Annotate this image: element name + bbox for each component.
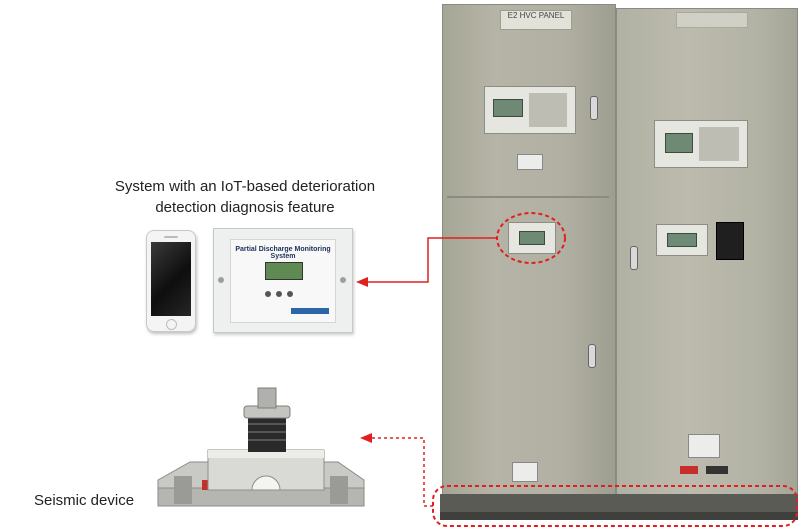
relay-keypad (529, 93, 567, 127)
arrow-head-monitor (356, 277, 368, 287)
iot-system-caption: System with an IoT-based deterioration d… (80, 176, 410, 218)
relay-right-display (665, 133, 693, 153)
control-module (716, 222, 744, 260)
panel-door-split (447, 196, 609, 198)
monitor-screw-left (218, 277, 224, 283)
monitor-highlight-ellipse (496, 212, 566, 264)
monitor-buttons (265, 284, 305, 297)
smartphone-icon (146, 230, 196, 332)
phone-screen (151, 242, 191, 316)
phone-speaker (164, 236, 178, 238)
partial-discharge-monitor: Partial Discharge Monitoring System (213, 228, 353, 333)
door-handle-upper (590, 96, 598, 120)
base-highlight-box (432, 485, 798, 527)
panel-nameplate-right (676, 12, 748, 28)
phone-home-button (166, 319, 177, 330)
iot-caption-line-1: System with an IoT-based deterioration (114, 178, 376, 195)
relay-right-keypad (699, 127, 739, 161)
panel-bottom-label-left (512, 462, 538, 482)
panel-monitor-display (519, 231, 545, 245)
door-label (517, 154, 543, 170)
door-handle-right (630, 246, 638, 270)
red-indicator (680, 466, 698, 474)
panel-base-bottom (440, 512, 798, 520)
monitor-screw-right (340, 277, 346, 283)
arrow-left-icon (362, 237, 497, 283)
panel-bottom-label-right (688, 434, 720, 458)
monitor-title: Partial Discharge Monitoring System (235, 246, 331, 260)
panel-nameplate: E2 HVC PANEL (500, 10, 572, 30)
monitor-lcd-display (265, 262, 303, 280)
meter-unit (656, 224, 708, 256)
meter-display (667, 233, 697, 247)
monitor-face: Partial Discharge Monitoring System (230, 239, 336, 323)
panel-monitor-unit (508, 222, 556, 254)
black-indicator (706, 466, 728, 474)
relay-display (493, 99, 523, 117)
protection-relay-upper (484, 86, 576, 134)
monitor-logo (291, 308, 329, 314)
seismic-device-caption: Seismic device (34, 492, 135, 509)
arrow-head-seismic (360, 433, 372, 443)
arrow-seismic-line (368, 437, 433, 507)
protection-relay-right (654, 120, 748, 168)
seismic-device-image (157, 387, 365, 507)
iot-caption-line-2: detection diagnosis feature (155, 199, 335, 216)
door-handle-lower (588, 344, 596, 368)
